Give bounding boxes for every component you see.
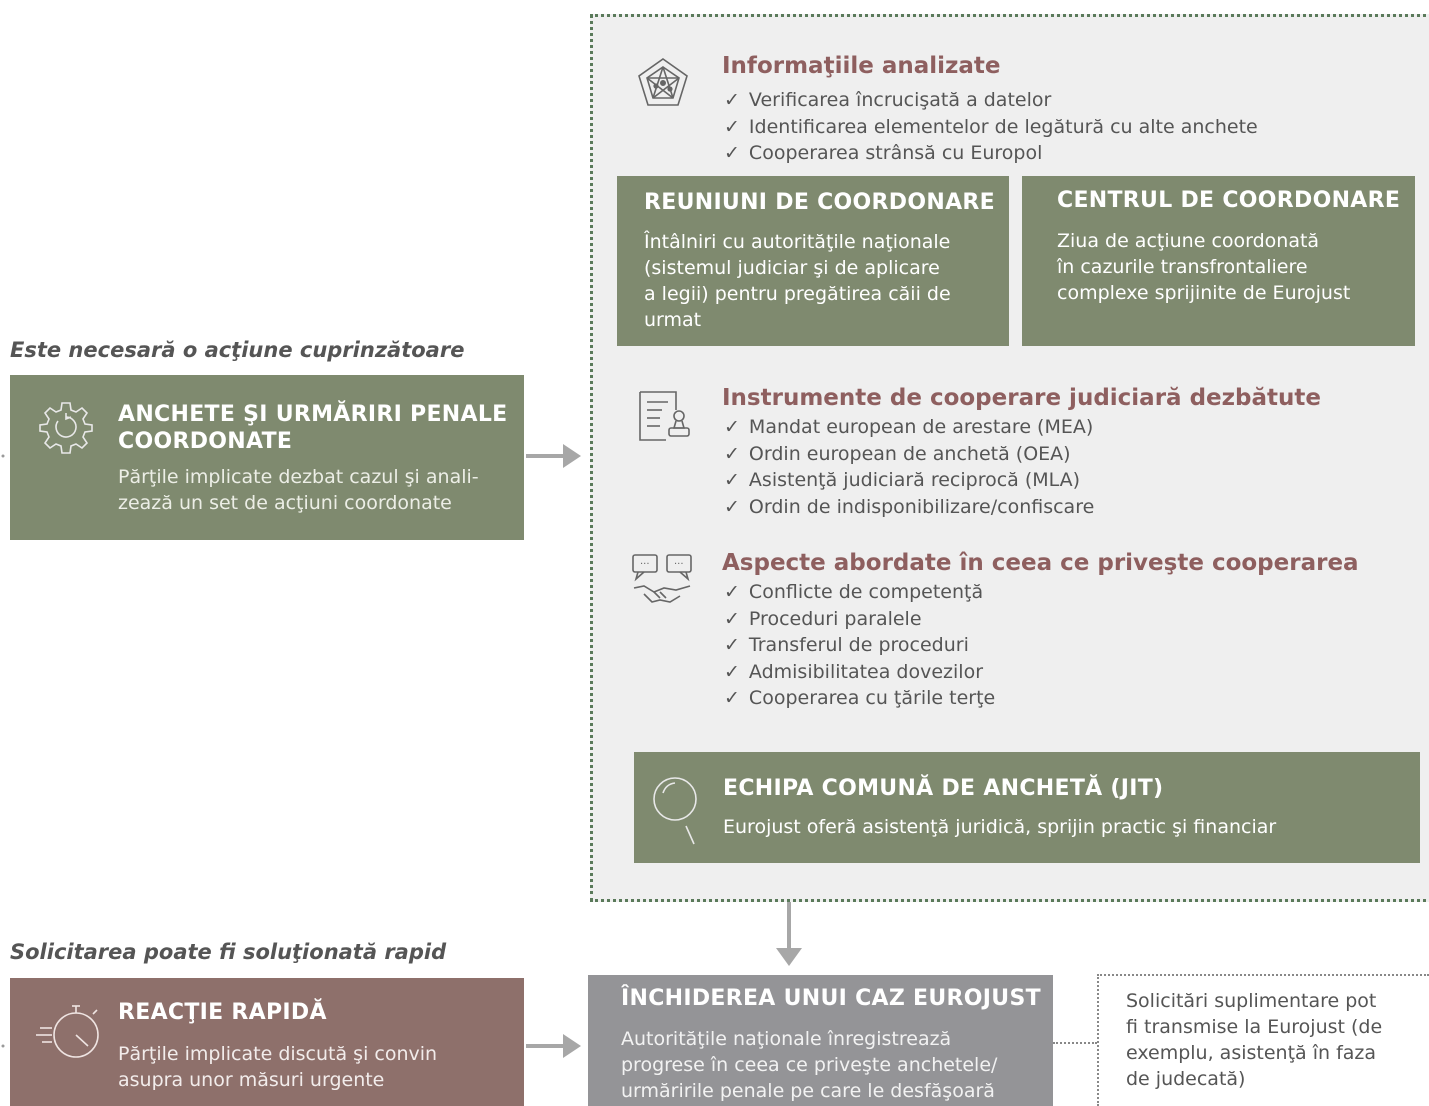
text-line: de judecată): [1126, 1068, 1246, 1090]
text-line: complexe sprijinite de Eurojust: [1057, 282, 1351, 304]
svg-text:···: ···: [640, 559, 650, 570]
text-line: Solicitări suplimentare pot: [1126, 990, 1377, 1012]
document-stamp-icon: [636, 388, 694, 444]
additional-requests-note: Solicitări suplimentare pot fi transmise…: [1097, 974, 1429, 1106]
info-analyzed-list: Verificarea încrucişată a datelor Identi…: [724, 87, 1258, 167]
text-line: exemplu, asistenţă în faza: [1126, 1042, 1377, 1064]
svg-text:···: ···: [674, 559, 684, 570]
rapid-reaction-title: REACŢIE RAPIDĂ: [118, 1000, 327, 1025]
instruments-list: Mandat european de arestare (MEA) Ordin …: [724, 414, 1094, 520]
list-item: Cooperarea cu ţările terţe: [724, 685, 995, 712]
info-analyzed-title: Informaţiile analizate: [722, 53, 1001, 79]
stopwatch-icon: [36, 1002, 102, 1062]
list-item: Admisibilitatea dovezilor: [724, 659, 995, 686]
text-line: (sistemul judiciar şi de aplicare: [644, 257, 940, 279]
aspects-list: Conflicte de competenţă Proceduri parale…: [724, 579, 995, 712]
comprehensive-action-caption: Este necesară o acţiune cuprinzătoare: [10, 338, 465, 362]
list-item: Verificarea încrucişată a datelor: [724, 87, 1258, 114]
instruments-title: Instrumente de cooperare judiciară dezbă…: [722, 385, 1321, 411]
coordinated-investigations-title: ANCHETE ŞI URMĂRIRI PENALE COORDONATE: [118, 401, 507, 455]
list-item: Mandat european de arestare (MEA): [724, 414, 1094, 441]
text-line: COORDONATE: [118, 429, 293, 454]
rapid-reaction-box: REACŢIE RAPIDĂ Părţile implicate discută…: [10, 978, 524, 1106]
coordination-meetings-body: Întâlniri cu autorităţile naţionale (sis…: [644, 229, 951, 333]
text-line: Întâlniri cu autorităţile naţionale: [644, 231, 951, 253]
text-line: asupra unor măsuri urgente: [118, 1069, 385, 1091]
jit-body: Eurojust oferă asistenţă juridică, sprij…: [723, 816, 1277, 838]
network-analysis-icon: [636, 56, 690, 110]
text-line: Autorităţile naţionale înregistrează: [621, 1028, 952, 1050]
list-item: Transferul de proceduri: [724, 632, 995, 659]
aspects-title: Aspecte abordate în ceea ce priveşte coo…: [722, 550, 1359, 576]
gear-icon: [38, 399, 94, 455]
arrowhead: [563, 444, 581, 468]
coordination-centre-box: CENTRUL DE COORDONARE Ziua de acţiune co…: [1022, 176, 1415, 346]
text-line: a legii) pentru pregătirea căii de: [644, 283, 951, 305]
coordinated-investigations-box: ANCHETE ŞI URMĂRIRI PENALE COORDONATE Pă…: [10, 375, 524, 540]
rapid-reaction-body: Părţile implicate discută şi convin asup…: [118, 1041, 437, 1093]
text-line: Părţile implicate dezbat cazul şi anali-: [118, 466, 479, 488]
note-connector: [1053, 1042, 1097, 1044]
rapid-solution-caption: Solicitarea poate fi soluţionată rapid: [10, 940, 447, 964]
magnifier-icon: [652, 776, 700, 848]
case-closure-box: ÎNCHIDEREA UNUI CAZ EUROJUST Autorităţil…: [588, 975, 1053, 1106]
case-closure-body: Autorităţile naţionale înregistrează pro…: [621, 1026, 997, 1104]
coordination-meetings-title: REUNIUNI DE COORDONARE: [644, 190, 995, 215]
text-line: ANCHETE ŞI URMĂRIRI PENALE: [118, 402, 508, 427]
text-line: urmăririle penale pe care le desfăşoară: [621, 1080, 995, 1102]
list-item: Proceduri paralele: [724, 606, 995, 633]
text-line: zează un set de acţiuni coordonate: [118, 492, 452, 514]
list-item: Conflicte de competenţă: [724, 579, 995, 606]
coordination-meetings-box: REUNIUNI DE COORDONARE Întâlniri cu auto…: [617, 176, 1009, 346]
jit-box: ECHIPA COMUNĂ DE ANCHETĂ (JIT) Eurojust …: [634, 752, 1420, 863]
text-line: Părţile implicate discută şi convin: [118, 1043, 438, 1065]
jit-title: ECHIPA COMUNĂ DE ANCHETĂ (JIT): [723, 776, 1164, 801]
handshake-chat-icon: ··· ···: [630, 552, 696, 608]
additional-requests-text: Solicitări suplimentare pot fi transmise…: [1126, 988, 1382, 1092]
arrowhead: [776, 948, 802, 966]
coordinated-investigations-body: Părţile implicate dezbat cazul şi anali-…: [118, 464, 479, 516]
list-item: Identificarea elementelor de legătură cu…: [724, 114, 1258, 141]
text-line: în cazurile transfrontaliere: [1057, 256, 1308, 278]
case-closure-title: ÎNCHIDEREA UNUI CAZ EUROJUST: [621, 986, 1041, 1011]
list-item: Ordin de indisponibilizare/confiscare: [724, 494, 1094, 521]
arrowhead: [563, 1034, 581, 1058]
list-item: Ordin european de anchetă (OEA): [724, 441, 1094, 468]
list-item: Asistenţă judiciară reciprocă (MLA): [724, 467, 1094, 494]
connector-dot: [1, 454, 5, 458]
coordination-centre-title: CENTRUL DE COORDONARE: [1057, 188, 1401, 213]
text-line: Ziua de acţiune coordonată: [1057, 230, 1320, 252]
coordination-centre-body: Ziua de acţiune coordonată în cazurile t…: [1057, 228, 1350, 306]
connector-dot: [1, 1044, 5, 1048]
text-line: progrese în ceea ce priveşte anchetele/: [621, 1054, 998, 1076]
list-item: Cooperarea strânsă cu Europol: [724, 140, 1258, 167]
text-line: fi transmise la Eurojust (de: [1126, 1016, 1383, 1038]
text-line: urmat: [644, 309, 702, 331]
